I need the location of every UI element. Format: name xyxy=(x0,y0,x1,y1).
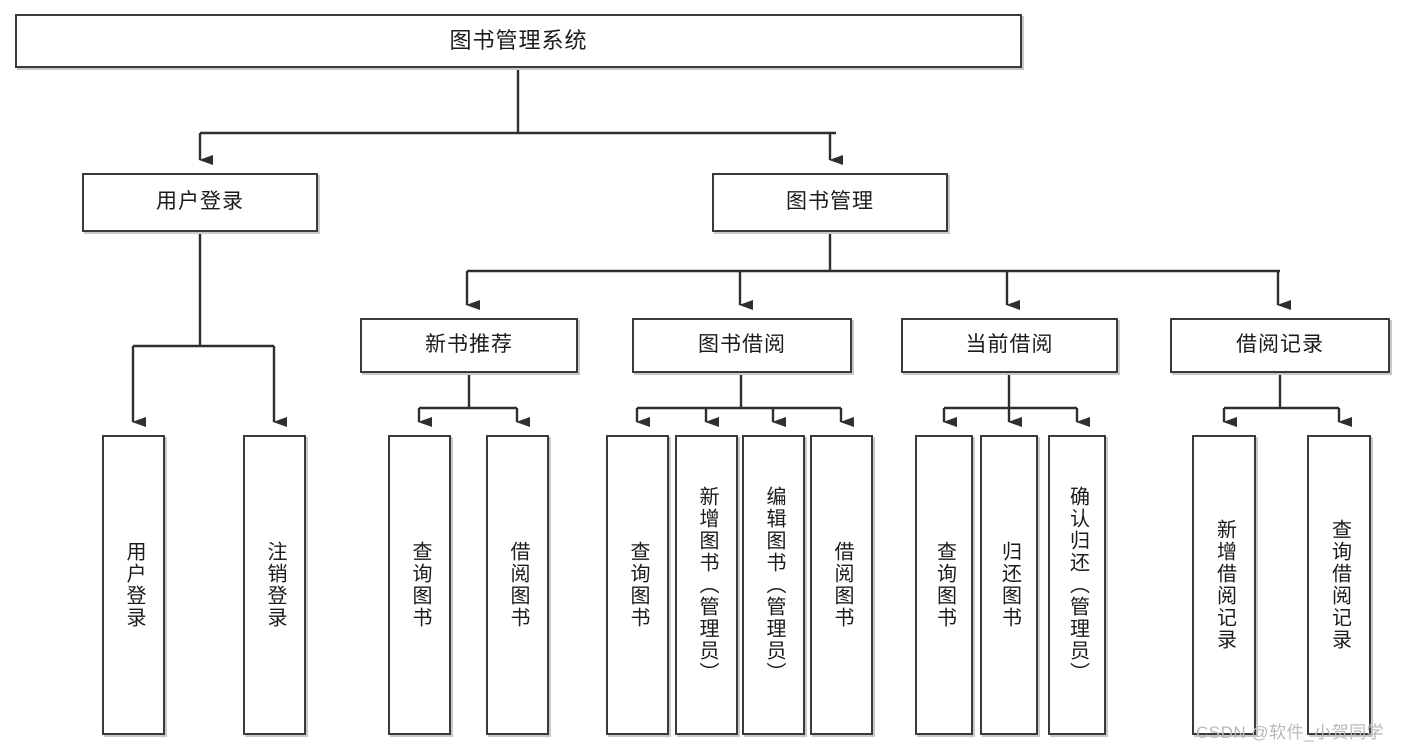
node-leaf-borrow-book-1-label: 借阅图书 xyxy=(507,541,529,629)
node-leaf-add-record-label: 新增借阅记录 xyxy=(1213,519,1236,651)
node-leaf-query-book-1-label: 查询图书 xyxy=(409,541,431,629)
node-leaf-return-book[interactable]: 归还图书 xyxy=(980,435,1038,735)
node-leaf-query-book-3-label: 查询图书 xyxy=(933,541,956,629)
node-leaf-confirm-return-label: 确认归还（管理员） xyxy=(1066,486,1089,684)
node-leaf-edit-book[interactable]: 编辑图书（管理员） xyxy=(742,435,805,735)
node-leaf-logout-login[interactable]: 注销登录 xyxy=(243,435,306,735)
node-leaf-add-book[interactable]: 新增图书（管理员） xyxy=(675,435,738,735)
node-root-label: 图书管理系统 xyxy=(449,28,588,54)
node-user-login[interactable]: 用户登录 xyxy=(82,173,318,232)
node-borrow-record-label: 借阅记录 xyxy=(1236,333,1324,357)
node-book-manage[interactable]: 图书管理 xyxy=(712,173,948,232)
node-new-book-rec[interactable]: 新书推荐 xyxy=(360,318,578,373)
node-new-book-rec-label: 新书推荐 xyxy=(425,333,513,357)
node-book-borrow-label: 图书借阅 xyxy=(698,333,786,357)
node-leaf-query-record[interactable]: 查询借阅记录 xyxy=(1307,435,1371,735)
node-borrow-record[interactable]: 借阅记录 xyxy=(1170,318,1390,373)
node-leaf-borrow-book-1[interactable]: 借阅图书 xyxy=(486,435,549,735)
node-user-login-label: 用户登录 xyxy=(156,190,244,214)
node-leaf-query-book-1[interactable]: 查询图书 xyxy=(388,435,451,735)
node-root[interactable]: 图书管理系统 xyxy=(15,14,1022,68)
node-current-borrow-label: 当前借阅 xyxy=(965,333,1054,357)
node-leaf-edit-book-label: 编辑图书（管理员） xyxy=(763,486,785,684)
node-leaf-borrow-book-2-label: 借阅图书 xyxy=(831,541,853,629)
node-leaf-add-book-label: 新增图书（管理员） xyxy=(696,486,718,684)
node-leaf-query-book-3[interactable]: 查询图书 xyxy=(915,435,973,735)
node-book-manage-label: 图书管理 xyxy=(786,190,874,214)
node-leaf-borrow-book-2[interactable]: 借阅图书 xyxy=(810,435,873,735)
node-leaf-return-book-label: 归还图书 xyxy=(998,541,1021,629)
node-leaf-logout-login-label: 注销登录 xyxy=(264,541,286,629)
node-current-borrow[interactable]: 当前借阅 xyxy=(901,318,1118,373)
node-leaf-query-book-2[interactable]: 查询图书 xyxy=(606,435,669,735)
node-book-borrow[interactable]: 图书借阅 xyxy=(632,318,852,373)
node-leaf-user-login-label: 用户登录 xyxy=(123,541,145,629)
node-leaf-add-record[interactable]: 新增借阅记录 xyxy=(1192,435,1256,735)
node-leaf-query-record-label: 查询借阅记录 xyxy=(1328,519,1351,651)
node-leaf-query-book-2-label: 查询图书 xyxy=(627,541,649,629)
node-leaf-user-login[interactable]: 用户登录 xyxy=(102,435,165,735)
node-leaf-confirm-return[interactable]: 确认归还（管理员） xyxy=(1048,435,1106,735)
